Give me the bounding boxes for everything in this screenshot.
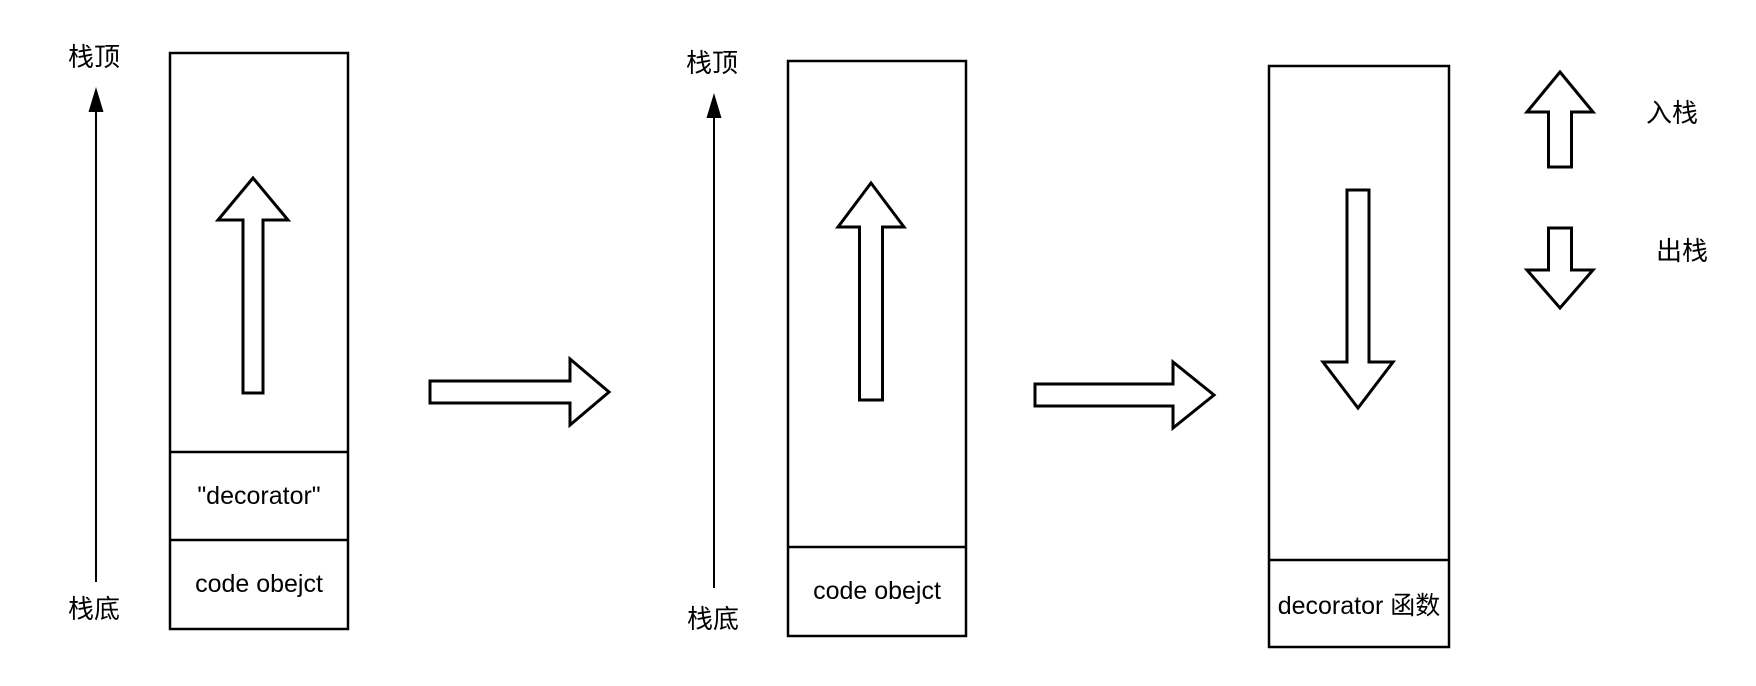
legend-pop-down-arrow-icon: [1523, 226, 1597, 311]
left-axis-arrow: [88, 87, 104, 582]
stack2-up-arrow-icon: [835, 180, 907, 402]
stack2-cell-code-object: code obejct: [813, 577, 941, 605]
legend-push-up-arrow-icon: [1523, 69, 1597, 169]
middle-axis-arrow: [706, 93, 722, 588]
flow-right-arrow-2-icon: [1033, 358, 1217, 432]
stack1-up-arrow-icon: [214, 175, 292, 395]
middle-axis-top-label: 栈顶: [686, 48, 739, 78]
middle-axis-bottom-label: 栈底: [687, 604, 740, 634]
stack3-frame: [1267, 64, 1451, 649]
flow-right-arrow-1-icon: [428, 355, 612, 429]
stack2-frame: [786, 59, 968, 638]
stack1-cell-decorator-string: "decorator": [197, 481, 321, 510]
left-axis-top-label: 栈顶: [68, 42, 121, 72]
left-axis-bottom-label: 栈底: [68, 594, 121, 624]
legend-push-label: 入栈: [1646, 98, 1699, 128]
stack3-cell-decorator-function: decorator 函数: [1277, 591, 1441, 620]
stack1-cell-code-object: code obejct: [195, 570, 323, 598]
legend-pop-label: 出栈: [1656, 236, 1709, 266]
stack1-frame: [168, 51, 350, 631]
stack3-down-arrow-icon: [1319, 188, 1397, 411]
